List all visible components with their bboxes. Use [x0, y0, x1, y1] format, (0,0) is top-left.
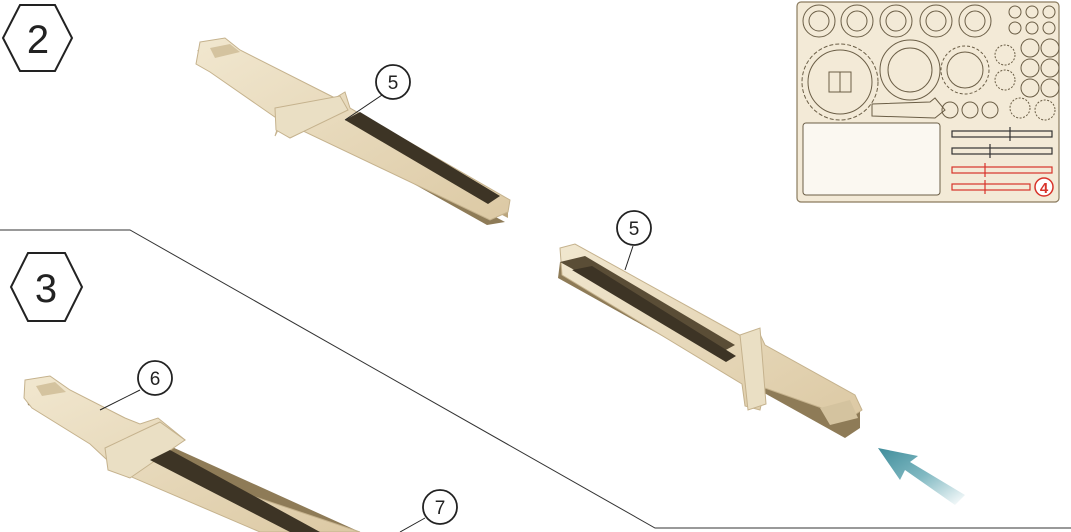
sheet-small-gears — [941, 38, 1060, 121]
callout-5-top: 5 — [344, 64, 411, 121]
callout-7-label: 7 — [435, 498, 446, 519]
callout-7: 7 — [399, 489, 458, 532]
callout-5-middle-label: 5 — [629, 219, 640, 240]
sheet-blank-panel — [802, 122, 941, 196]
step-divider-line — [0, 229, 1071, 529]
step-2-number: 2 — [27, 18, 49, 62]
callout-5-top-label: 5 — [388, 73, 399, 94]
sheet-highlight-marker — [1034, 177, 1054, 197]
axle-part-top — [195, 37, 511, 225]
step-3-number: 3 — [35, 267, 57, 311]
axle-part-middle — [558, 243, 863, 438]
sheet-axle-strips-highlighted — [951, 163, 1053, 194]
axle-part-lower — [23, 375, 361, 532]
step-2-badge: 2 — [1, 4, 74, 72]
sheet-large-gear — [801, 43, 879, 121]
insert-direction-arrow — [878, 448, 965, 505]
step-3-badge: 3 — [9, 252, 84, 322]
sheet-medium-gear — [940, 45, 990, 95]
sheet-ring-part — [879, 39, 941, 101]
callout-6: 6 — [99, 360, 173, 411]
sheet-highlight-label: 4 — [1040, 180, 1049, 197]
parts-sheet-thumbnail: 4 — [796, 1, 1060, 203]
sheet-crank-part — [871, 97, 946, 119]
callout-6-label: 6 — [150, 369, 161, 390]
callout-5-middle: 5 — [616, 210, 652, 271]
sheet-ring-row — [802, 4, 1056, 38]
sheet-axle-strips — [951, 127, 1053, 158]
